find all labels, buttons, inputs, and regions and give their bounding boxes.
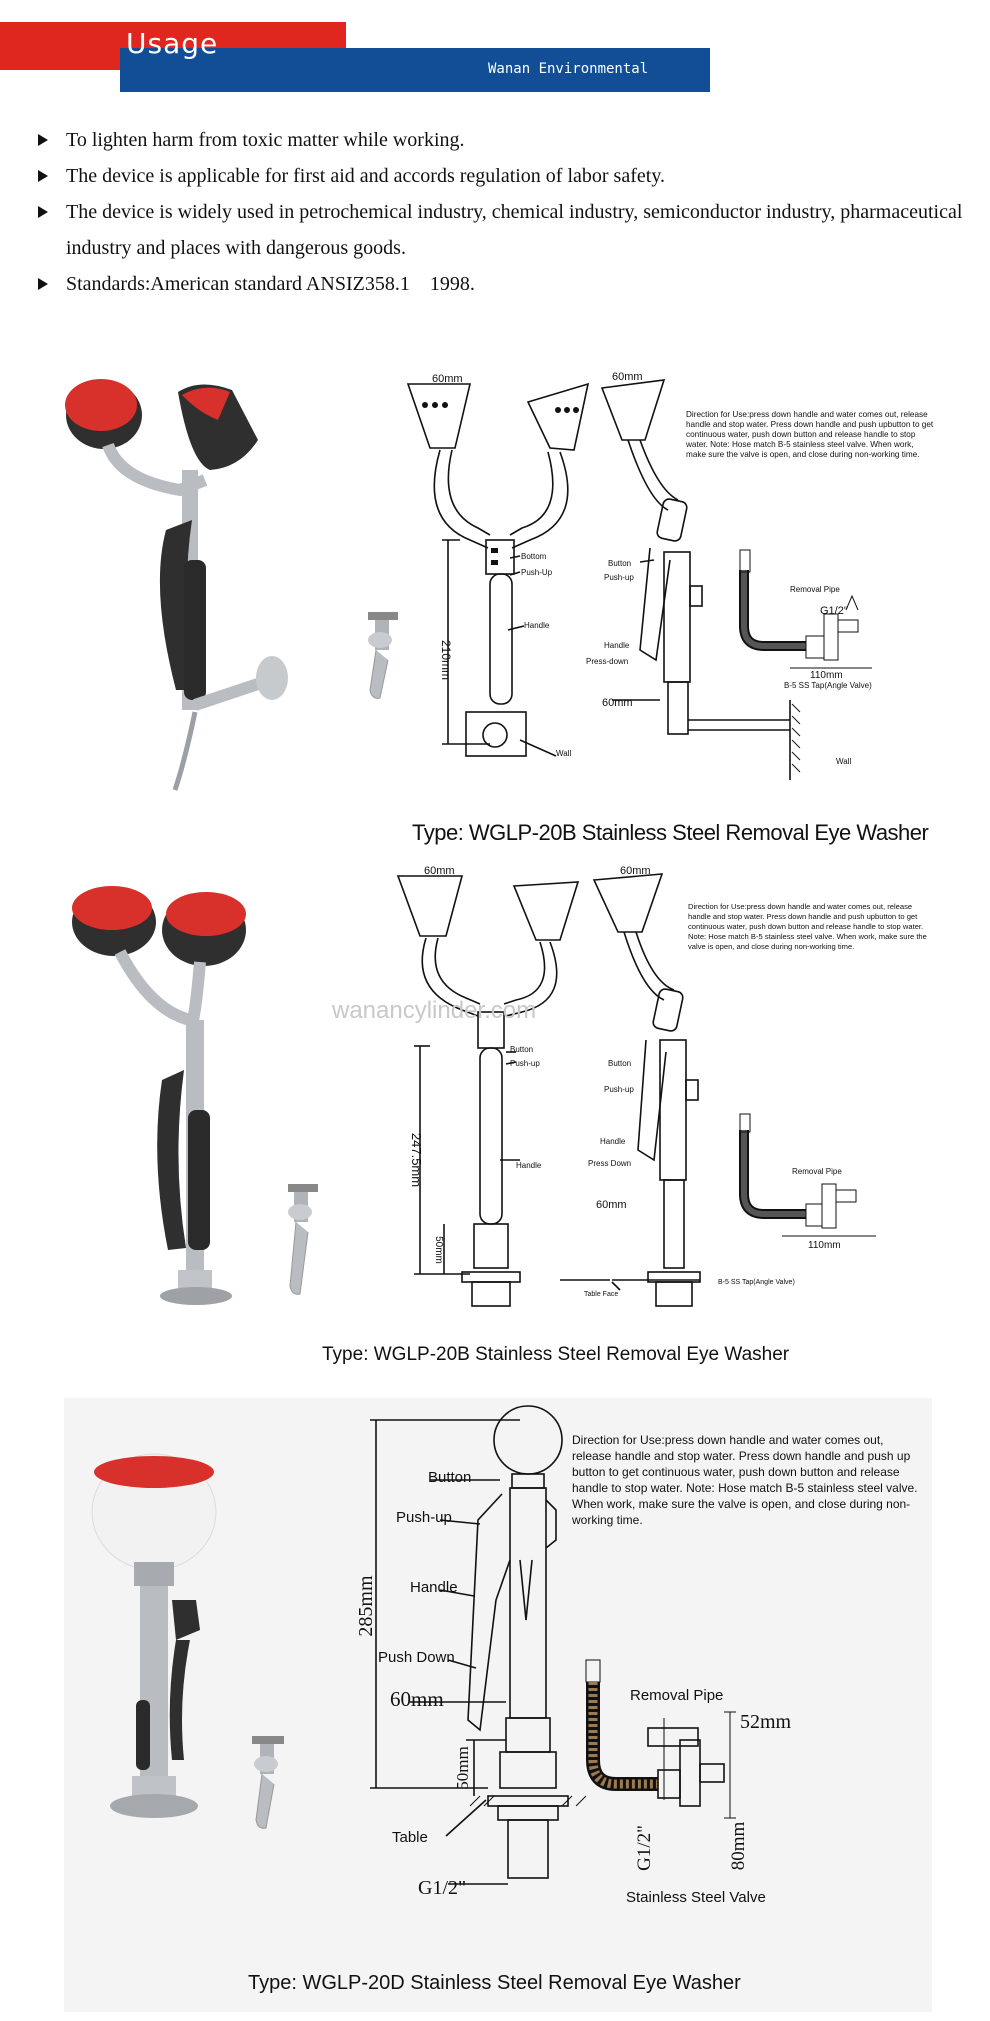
usage-item: The device is applicable for first aid a…: [36, 158, 966, 194]
usage-item-text: The device is applicable for first aid a…: [66, 165, 666, 187]
dim-label: 110mm: [808, 1240, 841, 1251]
callout-label: Press Down: [588, 1159, 631, 1168]
dim-label: 50mm: [453, 1746, 472, 1789]
triangle-bullet-icon: [38, 134, 48, 146]
section1-caption: Type: WGLP-20B Stainless Steel Removal E…: [412, 820, 929, 845]
usage-item: Standards:American standard ANSIZ358.1 1…: [36, 266, 966, 302]
dim-label: G1/2": [820, 605, 848, 617]
triangle-bullet-icon: [38, 206, 48, 218]
callout-label: Push-up: [510, 1059, 540, 1068]
dim-label: 60mm: [620, 865, 651, 877]
callout-label: Handle: [604, 641, 630, 650]
usage-item: To lighten harm from toxic matter while …: [36, 122, 966, 158]
callout-label: Wall: [836, 757, 851, 766]
usage-list: To lighten harm from toxic matter while …: [36, 122, 966, 302]
watermark: wanancylinder.com: [332, 997, 537, 1024]
callout-label: B-5 SS Tap(Angle Valve): [718, 1279, 795, 1286]
callout-label: Button: [428, 1469, 471, 1486]
callout-label: Removal Pipe: [630, 1687, 723, 1704]
callout-label: Push-up: [396, 1509, 452, 1526]
dim-label: G1/2": [634, 1825, 655, 1871]
dim-label: 210mm: [439, 640, 453, 680]
dim-label: 285mm: [355, 1575, 377, 1637]
section3-caption: Type: WGLP-20D Stainless Steel Removal E…: [248, 1972, 741, 1994]
dim-label: 60mm: [596, 1199, 627, 1211]
dim-label: 60mm: [424, 865, 455, 877]
brand-bar: [120, 48, 710, 92]
callout-label: Handle: [410, 1579, 458, 1596]
callout-label: Wall: [556, 749, 571, 758]
usage-title: Usage: [126, 27, 219, 60]
callout-label: B-5 SS Tap(Angle Valve): [784, 681, 872, 690]
triangle-bullet-icon: [38, 170, 48, 182]
usage-item-text: To lighten harm from toxic matter while …: [66, 129, 465, 151]
direction-note-3: Direction for Use:press down handle and …: [572, 1433, 918, 1527]
callout-label: Push-Up: [521, 568, 553, 577]
callout-label: Button: [510, 1045, 533, 1054]
section2-caption: Type: WGLP-20B Stainless Steel Removal E…: [322, 1344, 790, 1365]
direction-note-1: Direction for Use:press down handle and …: [686, 410, 934, 459]
callout-label: Push Down: [378, 1649, 455, 1666]
callout-label: Push-up: [604, 1085, 634, 1094]
callout-label: Button: [608, 559, 631, 568]
direction-note-2: Direction for Use:press down handle and …: [688, 902, 927, 951]
callout-label: Handle: [516, 1161, 542, 1170]
dim-label: 60mm: [390, 1687, 444, 1711]
dim-label: G1/2": [418, 1877, 466, 1899]
dim-label: 60mm: [432, 373, 463, 385]
callout-label: Push-up: [604, 573, 634, 582]
callout-label: Table Face: [584, 1291, 618, 1298]
dim-label: 52mm: [740, 1711, 792, 1733]
callout-label: Stainless Steel Valve: [626, 1889, 766, 1906]
brand-name: Wanan Environmental: [488, 61, 649, 77]
dim-label: 60mm: [602, 697, 633, 709]
callout-label: Button: [608, 1059, 631, 1068]
callout-label: Handle: [524, 621, 550, 630]
callout-label: Table: [392, 1829, 428, 1846]
usage-item-text: Standards:American standard ANSIZ358.1 1…: [66, 273, 475, 295]
dim-label: 110mm: [810, 670, 843, 681]
callout-label: Bottom: [521, 552, 547, 561]
usage-item: The device is widely used in petrochemic…: [36, 194, 966, 266]
dim-label: 50mm: [433, 1236, 444, 1264]
callout-label: Handle: [600, 1137, 626, 1146]
dim-label: 60mm: [612, 371, 643, 383]
callout-label: Press-down: [586, 657, 628, 666]
callout-label: Removal Pipe: [792, 1167, 842, 1176]
dim-label: 247.5mm: [409, 1133, 424, 1187]
triangle-bullet-icon: [38, 278, 48, 290]
usage-item-text: The device is widely used in petrochemic…: [66, 201, 963, 259]
dim-label: 80mm: [728, 1822, 749, 1871]
callout-label: Removal Pipe: [790, 585, 840, 594]
